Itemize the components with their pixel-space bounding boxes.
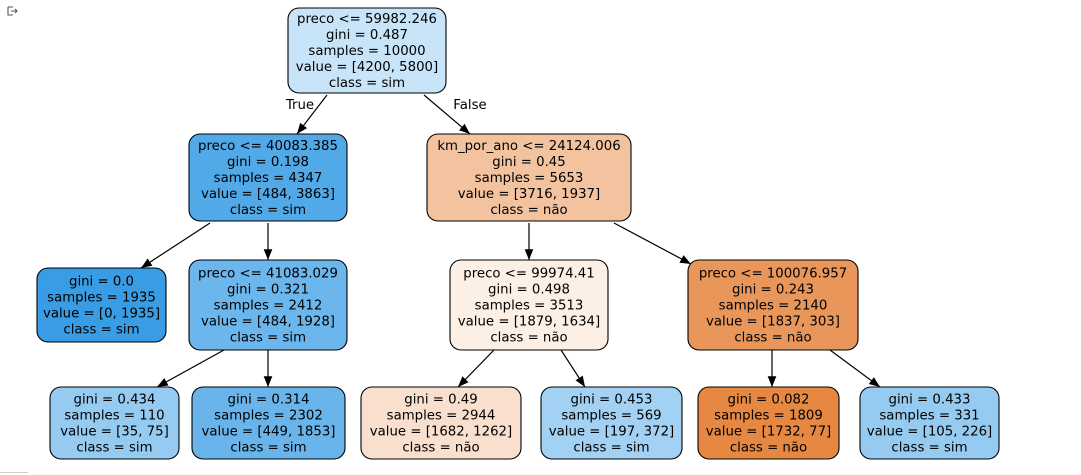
node-line: value = [4200, 5800] <box>296 60 438 75</box>
node-line: value = [1879, 1634] <box>458 315 600 330</box>
node-line: value = [449, 1853] <box>202 425 336 440</box>
node-line: class = sim <box>76 441 152 456</box>
node-box <box>540 386 683 460</box>
node-box <box>191 386 346 460</box>
edge-n4-n7 <box>156 349 225 388</box>
node-line: value = [484, 3863] <box>201 187 335 202</box>
node-line: preco <= 59982.246 <box>297 12 437 27</box>
node-line: class = sim <box>63 323 139 338</box>
node-box <box>426 133 632 222</box>
output-arrow-icon <box>7 6 18 16</box>
node-box <box>188 259 348 351</box>
node-line: gini = 0.314 <box>228 393 310 408</box>
node-box <box>859 386 1000 460</box>
node-line: class = sim <box>230 331 306 346</box>
edge-n6-n12 <box>829 349 881 388</box>
node-line: samples = 2412 <box>214 299 323 314</box>
node-line: gini = 0.45 <box>492 155 565 170</box>
node-box <box>687 259 859 351</box>
node-line: value = [1732, 77] <box>706 425 832 440</box>
tree-edges: True False <box>140 94 881 388</box>
node-box <box>49 386 180 460</box>
node-line: class = não <box>402 441 479 456</box>
node-line: value = [484, 1928] <box>201 315 335 330</box>
node-line: value = [1682, 1262] <box>370 425 512 440</box>
node-box <box>188 133 348 222</box>
node-line: preco <= 99974.41 <box>463 267 594 282</box>
edge-n2-n6 <box>613 222 692 265</box>
node-box <box>36 267 167 343</box>
node-line: class = sim <box>891 441 967 456</box>
node-line: samples = 10000 <box>308 44 425 59</box>
node-line: samples = 1935 <box>47 291 156 306</box>
node-line: gini = 0.321 <box>227 283 309 298</box>
edge-n5-n9 <box>457 349 495 388</box>
edge-root-n1 <box>296 94 328 135</box>
node-line: gini = 0.243 <box>732 283 814 298</box>
node-line: class = sim <box>230 203 306 218</box>
node-line: value = [35, 75] <box>60 425 169 440</box>
node-line: samples = 2302 <box>214 409 323 424</box>
node-line: preco <= 100076.957 <box>699 267 847 282</box>
node-line: samples = 331 <box>879 409 979 424</box>
node-line: gini = 0.434 <box>74 393 156 408</box>
node-line: samples = 3513 <box>475 299 584 314</box>
node-line: samples = 5653 <box>475 171 584 186</box>
edge-label-false: False <box>453 98 486 113</box>
node-line: class = sim <box>230 441 306 456</box>
node-line: gini = 0.198 <box>227 155 309 170</box>
edge-n5-n10 <box>560 349 586 388</box>
node-line: samples = 110 <box>64 409 164 424</box>
edge-label-true: True <box>285 98 314 113</box>
node-line: gini = 0.49 <box>404 393 477 408</box>
node-line: value = [197, 372] <box>549 425 675 440</box>
node-line: class = não <box>490 331 567 346</box>
node-box <box>360 386 522 460</box>
node-line: samples = 1809 <box>714 409 823 424</box>
node-line: class = não <box>730 441 807 456</box>
node-line: samples = 2944 <box>387 409 496 424</box>
node-line: gini = 0.433 <box>889 393 971 408</box>
node-line: preco <= 40083.385 <box>198 139 338 154</box>
node-box <box>449 259 609 351</box>
edge-root-n2 <box>423 94 471 135</box>
node-line: samples = 2140 <box>719 299 828 314</box>
node-line: gini = 0.082 <box>728 393 810 408</box>
node-box <box>287 7 447 94</box>
node-line: class = não <box>490 203 567 218</box>
node-line: value = [3716, 1937] <box>458 187 600 202</box>
node-line: gini = 0.498 <box>488 283 570 298</box>
node-line: class = sim <box>573 441 649 456</box>
node-line: km_por_ano <= 24124.006 <box>437 139 620 154</box>
node-line: class = sim <box>329 76 405 91</box>
node-line: gini = 0.487 <box>326 28 408 43</box>
node-line: samples = 569 <box>561 409 661 424</box>
cell-divider <box>0 472 28 473</box>
node-line: preco <= 41083.029 <box>198 267 338 282</box>
node-line: samples = 4347 <box>214 171 323 186</box>
node-line: gini = 0.0 <box>69 275 134 290</box>
edge-n1-n3 <box>140 222 211 269</box>
node-line: value = [1837, 303] <box>706 315 840 330</box>
node-box <box>697 386 840 460</box>
node-line: class = não <box>734 331 811 346</box>
node-line: value = [105, 226] <box>867 425 993 440</box>
node-line: value = [0, 1935] <box>43 307 160 322</box>
node-line: gini = 0.453 <box>571 393 653 408</box>
